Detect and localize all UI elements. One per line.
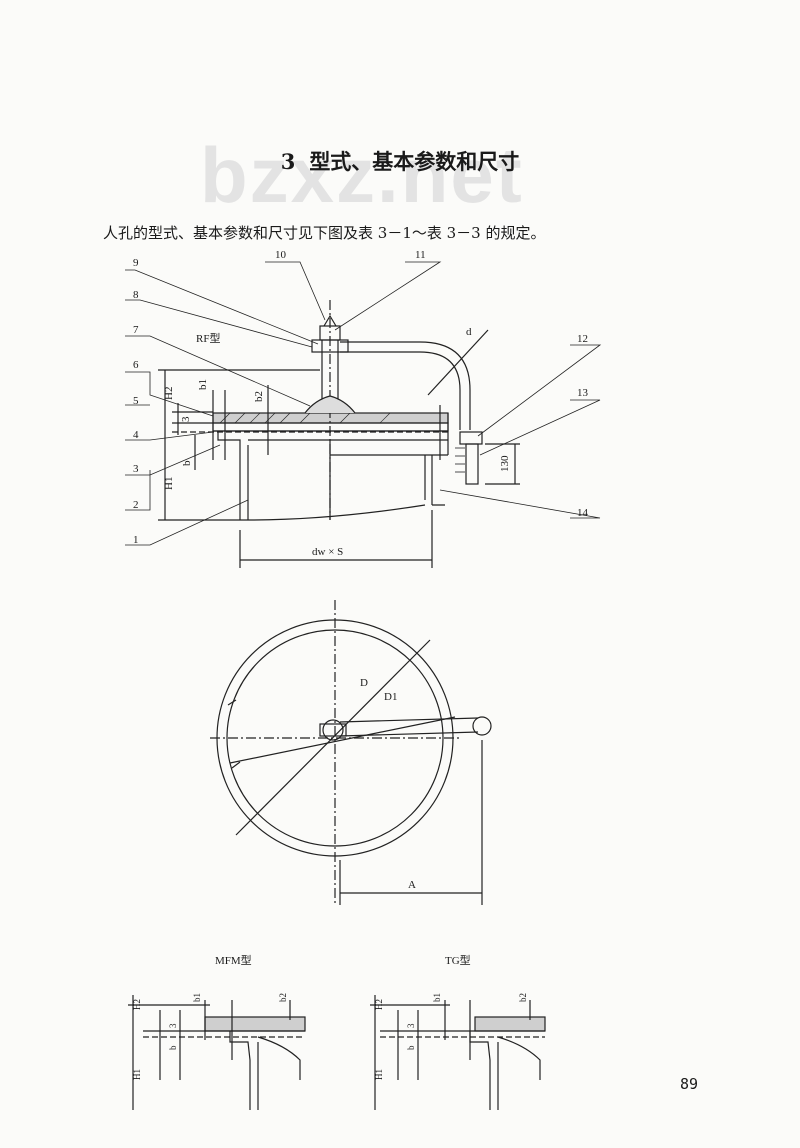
tg-dim-h1: H1 xyxy=(374,1069,384,1080)
neck-shell xyxy=(239,445,249,521)
bolt-post xyxy=(321,340,339,400)
dim-3: 3 xyxy=(180,416,192,422)
page-number: 89 xyxy=(680,1075,699,1093)
part-number: 12 xyxy=(577,333,588,345)
mfm-detail xyxy=(128,995,306,1110)
tg-dim-3: 3 xyxy=(406,1023,416,1028)
part-number: 2 xyxy=(133,499,139,511)
part-number: 11 xyxy=(415,249,426,261)
tg-dim-b: b xyxy=(406,1045,416,1050)
section-number: 3 xyxy=(280,149,296,174)
plan-dim-d1: D1 xyxy=(384,691,397,703)
watermark: bzxz.net xyxy=(200,131,524,219)
hinge-arm xyxy=(340,341,471,430)
section-view xyxy=(125,261,602,568)
part-number: 4 xyxy=(133,429,139,441)
part-number: 14 xyxy=(577,507,589,519)
shell-flare xyxy=(247,504,445,521)
dim-d: d xyxy=(466,326,472,338)
dim-dw-s: dw × S xyxy=(312,546,343,558)
dim-b2: b2 xyxy=(253,391,265,402)
mfm-dim-3: 3 xyxy=(168,1023,178,1028)
section-title: 型式、基本参数和尺寸 xyxy=(309,149,520,174)
intro-paragraph: 人孔的型式、基本参数和尺寸见下图及表 3－1～表 3－3 的规定。 xyxy=(103,224,546,242)
plan-d-line xyxy=(235,639,431,836)
plan-arm xyxy=(339,717,479,737)
tg-dim-b1: b1 xyxy=(432,993,442,1002)
section-heading: 3 型式、基本参数和尺寸 xyxy=(0,146,800,176)
plan-dim-a: A xyxy=(408,879,416,891)
plan-view xyxy=(210,600,492,905)
dim-h2: H2 xyxy=(163,387,175,400)
cover-inner xyxy=(226,629,444,847)
plan-dim-d: D xyxy=(360,677,368,689)
type-label-tg: TG型 xyxy=(445,953,471,967)
part-number: 10 xyxy=(275,249,287,261)
type-label-mfm: MFM型 xyxy=(215,953,252,967)
part-number: 9 xyxy=(133,257,139,269)
mfm-dim-h1: H1 xyxy=(132,1069,142,1080)
part-number: 3 xyxy=(133,463,139,475)
part-number: 6 xyxy=(133,359,139,371)
part-number: 13 xyxy=(577,387,589,399)
mfm-dim-b1: b1 xyxy=(192,993,202,1002)
mfm-dim-h2: H2 xyxy=(132,999,142,1010)
part-number: 1 xyxy=(133,534,139,546)
dim-b1: b1 xyxy=(197,379,209,390)
type-label-rf: RF型 xyxy=(196,331,220,345)
part-number: 7 xyxy=(133,324,139,336)
mfm-dim-b2: b2 xyxy=(278,993,288,1002)
tg-dim-b2: b2 xyxy=(518,993,528,1002)
tg-detail xyxy=(370,995,546,1110)
mfm-dim-b: b xyxy=(168,1045,178,1050)
dim-130: 130 xyxy=(499,455,511,472)
neck-shell-right xyxy=(424,455,433,505)
dim-h1: H1 xyxy=(163,477,175,490)
dim-b: b xyxy=(181,460,193,466)
part-number: 8 xyxy=(133,289,139,301)
hinge-bracket xyxy=(459,431,483,445)
part-number: 5 xyxy=(133,395,139,407)
tg-dim-h2: H2 xyxy=(374,999,384,1010)
